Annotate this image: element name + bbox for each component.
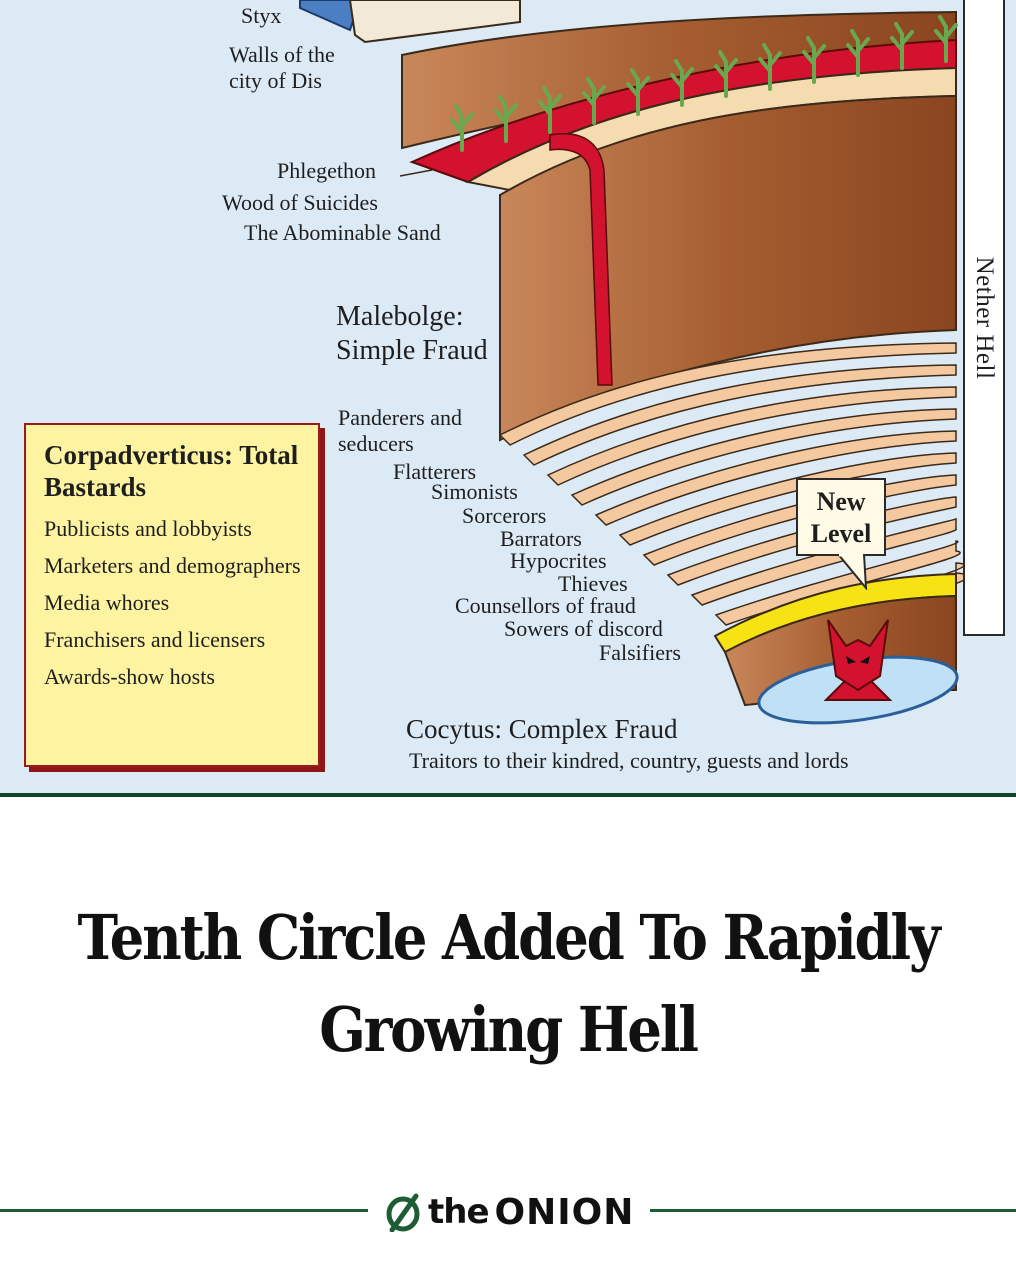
bolgia-stripe: [618, 452, 957, 546]
corpadverticus-box: Corpadverticus: Total Bastards Publicist…: [24, 423, 320, 767]
label-barrators: Barrators: [500, 526, 582, 551]
label-walls: Walls of the city of Dis: [229, 42, 335, 93]
label-traitors: Traitors to their kindred, country, gues…: [409, 748, 849, 773]
tree-icon: [934, 15, 958, 63]
tree-icon: [890, 22, 914, 70]
sidebar-item: Awards-show hosts: [44, 664, 215, 689]
tree-icon: [670, 59, 694, 107]
styx-water: [299, 0, 362, 32]
devil-icon: [823, 619, 893, 701]
tree-icon: [450, 104, 474, 152]
new-level-callout: New Level: [796, 478, 886, 556]
tree-icon: [626, 68, 650, 116]
bolgia-stripe: [522, 364, 957, 466]
sidebar-item: Publicists and lobbyists: [44, 516, 252, 541]
label-wood: Wood of Suicides: [222, 190, 378, 215]
tree-icon: [802, 36, 826, 84]
nether-hell-tab: Nether Hell: [963, 0, 1005, 636]
headline: Tenth Circle Added To Rapidly Growing He…: [77, 901, 941, 1066]
wood-of-suicides: [450, 15, 958, 152]
sidebar-item: Marketers and demographers: [44, 553, 301, 578]
bolgia-stripe: [690, 517, 957, 606]
leader-lines: [399, 169, 433, 177]
sidebar-item: Franchisers and licensers: [44, 627, 266, 652]
label-sand: The Abominable Sand: [244, 220, 441, 245]
hell-illustration: Styx Walls of the city of Dis Phlegethon…: [0, 0, 1016, 797]
brand-onion: ONION: [494, 1191, 635, 1233]
blood-stream: [549, 133, 613, 386]
onion-leaf-icon: [386, 1193, 420, 1232]
bolgia-stripe: [498, 342, 957, 446]
label-counsellors: Counsellors of fraud: [455, 593, 636, 618]
divider-line: [0, 793, 1016, 797]
label-sorcerors: Sorcerors: [462, 503, 547, 528]
tree-icon: [538, 86, 562, 134]
tree-icon: [582, 77, 606, 125]
label-thieves: Thieves: [558, 571, 628, 596]
footer-rule-left: [0, 1209, 368, 1212]
callout-tail: [836, 554, 868, 590]
bolgia-stripe: [546, 386, 957, 486]
corpadverticus-title: Corpadverticus: Total Bastards: [44, 440, 299, 502]
tree-icon: [758, 43, 782, 91]
label-styx: Styx: [241, 3, 282, 28]
onion-logo[interactable]: the ONION: [384, 1190, 634, 1234]
tree-icon: [846, 29, 870, 77]
label-hypocrites: Hypocrites: [510, 548, 607, 573]
label-simonists: Simonists: [431, 479, 518, 504]
bolgia-stripe: [570, 408, 957, 506]
nether-hell-label: Nether Hell: [971, 256, 998, 380]
brand-the: the: [428, 1192, 490, 1232]
label-falsifiers: Falsifiers: [599, 640, 681, 665]
tree-icon: [714, 50, 738, 98]
label-panderers: Panderers and seducers: [338, 405, 463, 456]
label-cocytus: Cocytus: Complex Fraud: [406, 714, 678, 744]
label-phlegethon: Phlegethon: [277, 158, 376, 183]
footer-rule-right: [650, 1209, 1016, 1212]
tree-icon: [494, 95, 518, 143]
label-malebolge: Malebolge: Simple Fraud: [336, 301, 488, 366]
label-sowers: Sowers of discord: [504, 616, 663, 641]
city-walls: [348, 0, 521, 44]
bolgia-stripe: [594, 430, 957, 526]
label-flatterers: Flatterers: [393, 459, 477, 484]
sidebar-item: Media whores: [44, 590, 170, 615]
